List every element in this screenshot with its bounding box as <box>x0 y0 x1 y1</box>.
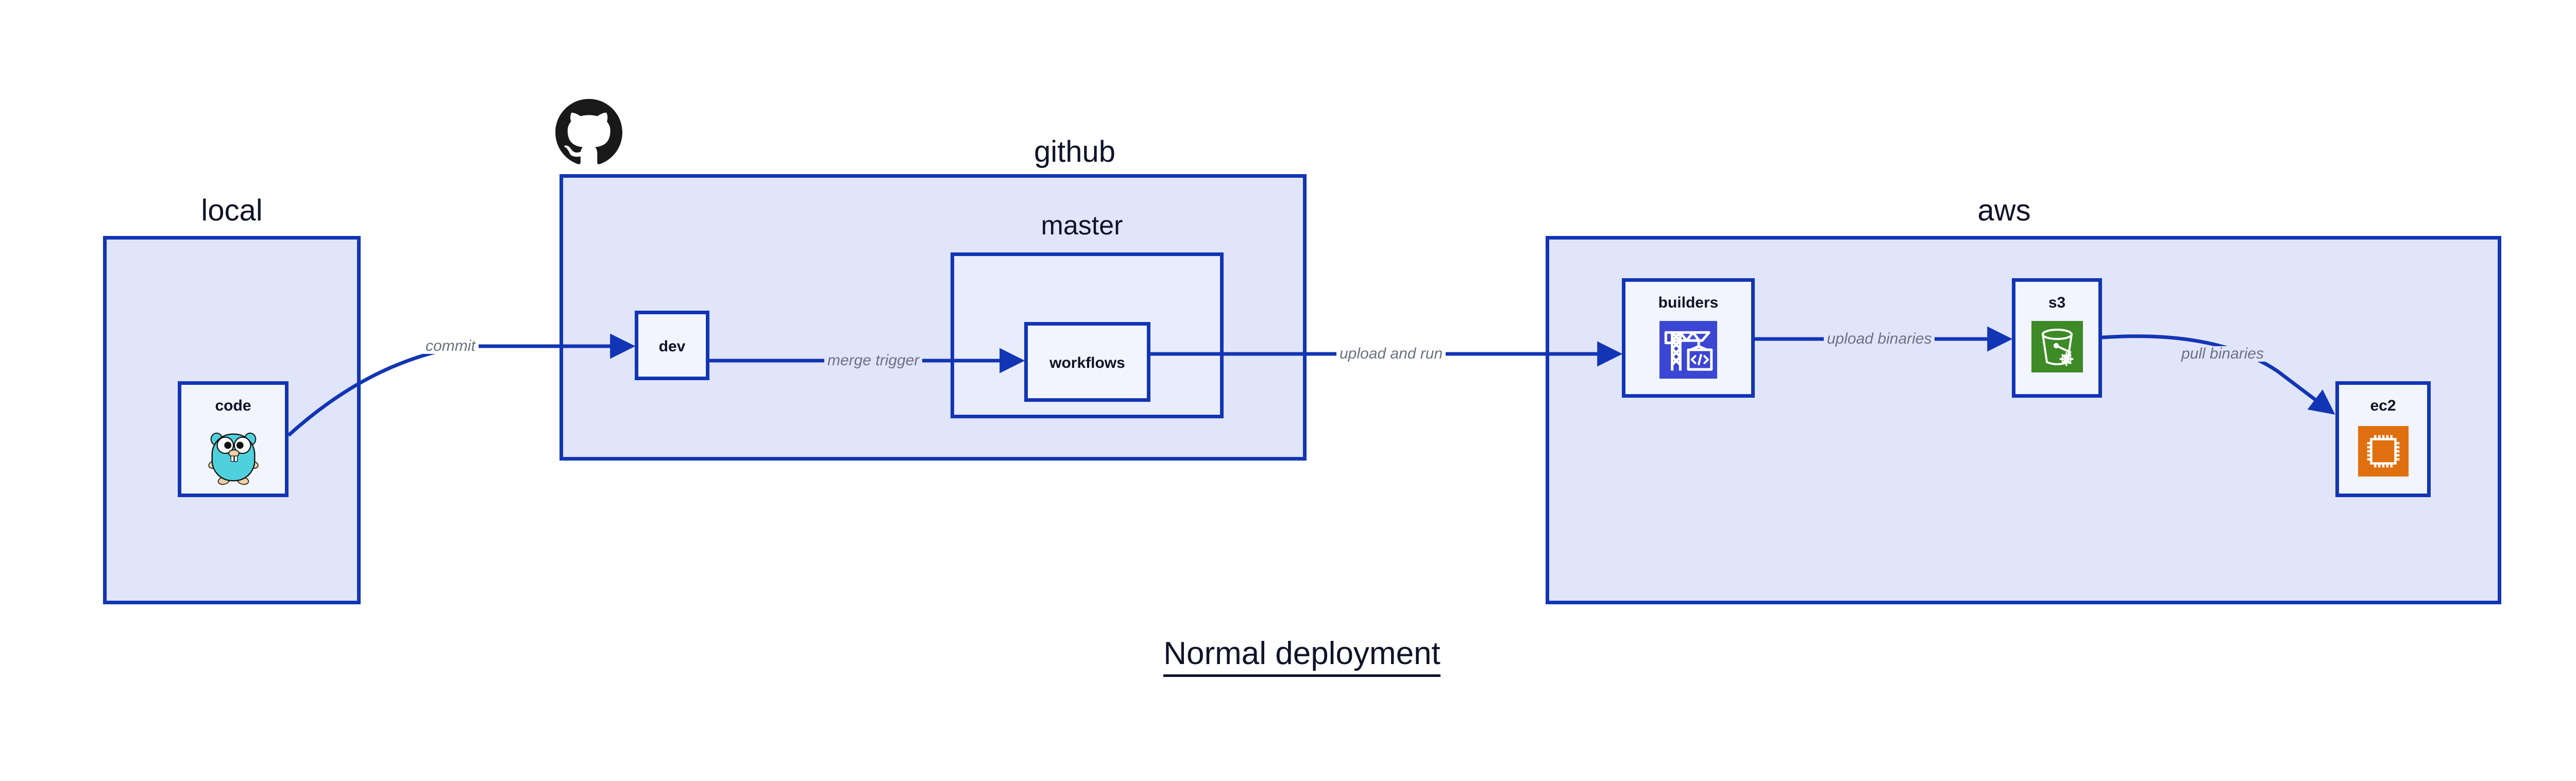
node-ec2[interactable]: ec2 <box>2335 381 2431 497</box>
aws-codebuild-crane-icon <box>1659 321 1717 379</box>
node-label-workflows: workflows <box>1049 354 1125 371</box>
node-label-s3: s3 <box>2048 294 2066 311</box>
node-builders[interactable]: builders <box>1622 278 1755 398</box>
node-s3[interactable]: s3 <box>2012 278 2102 398</box>
edge-label-merge-trigger: merge trigger <box>824 353 923 368</box>
edge-label-upload-and-run: upload and run <box>1336 346 1446 362</box>
github-octocat-icon <box>555 99 622 166</box>
aws-ec2-chip-icon <box>2358 426 2409 477</box>
diagram-title-text: Normal deployment <box>1163 636 1440 677</box>
group-label-aws: aws <box>1977 194 2031 227</box>
subgroup-label-master: master <box>1041 211 1123 241</box>
group-label-github: github <box>1033 135 1116 168</box>
node-label-ec2: ec2 <box>2370 397 2396 414</box>
go-gopher-icon <box>203 425 264 486</box>
group-label-local: local <box>201 194 263 227</box>
node-code[interactable]: code <box>178 381 289 497</box>
edge-label-pull-binaries: pull binaries <box>2178 346 2267 362</box>
node-label-code: code <box>215 397 251 414</box>
diagram-title: Normal deployment <box>0 636 2576 677</box>
node-dev[interactable]: dev <box>635 311 709 380</box>
edge-label-commit: commit <box>422 338 479 354</box>
aws-s3-bucket-icon <box>2031 321 2083 372</box>
node-label-dev: dev <box>658 338 686 355</box>
node-label-builders: builders <box>1658 294 1719 311</box>
edge-label-upload-binaries: upload binaries <box>1824 331 1935 347</box>
node-workflows[interactable]: workflows <box>1024 322 1150 402</box>
